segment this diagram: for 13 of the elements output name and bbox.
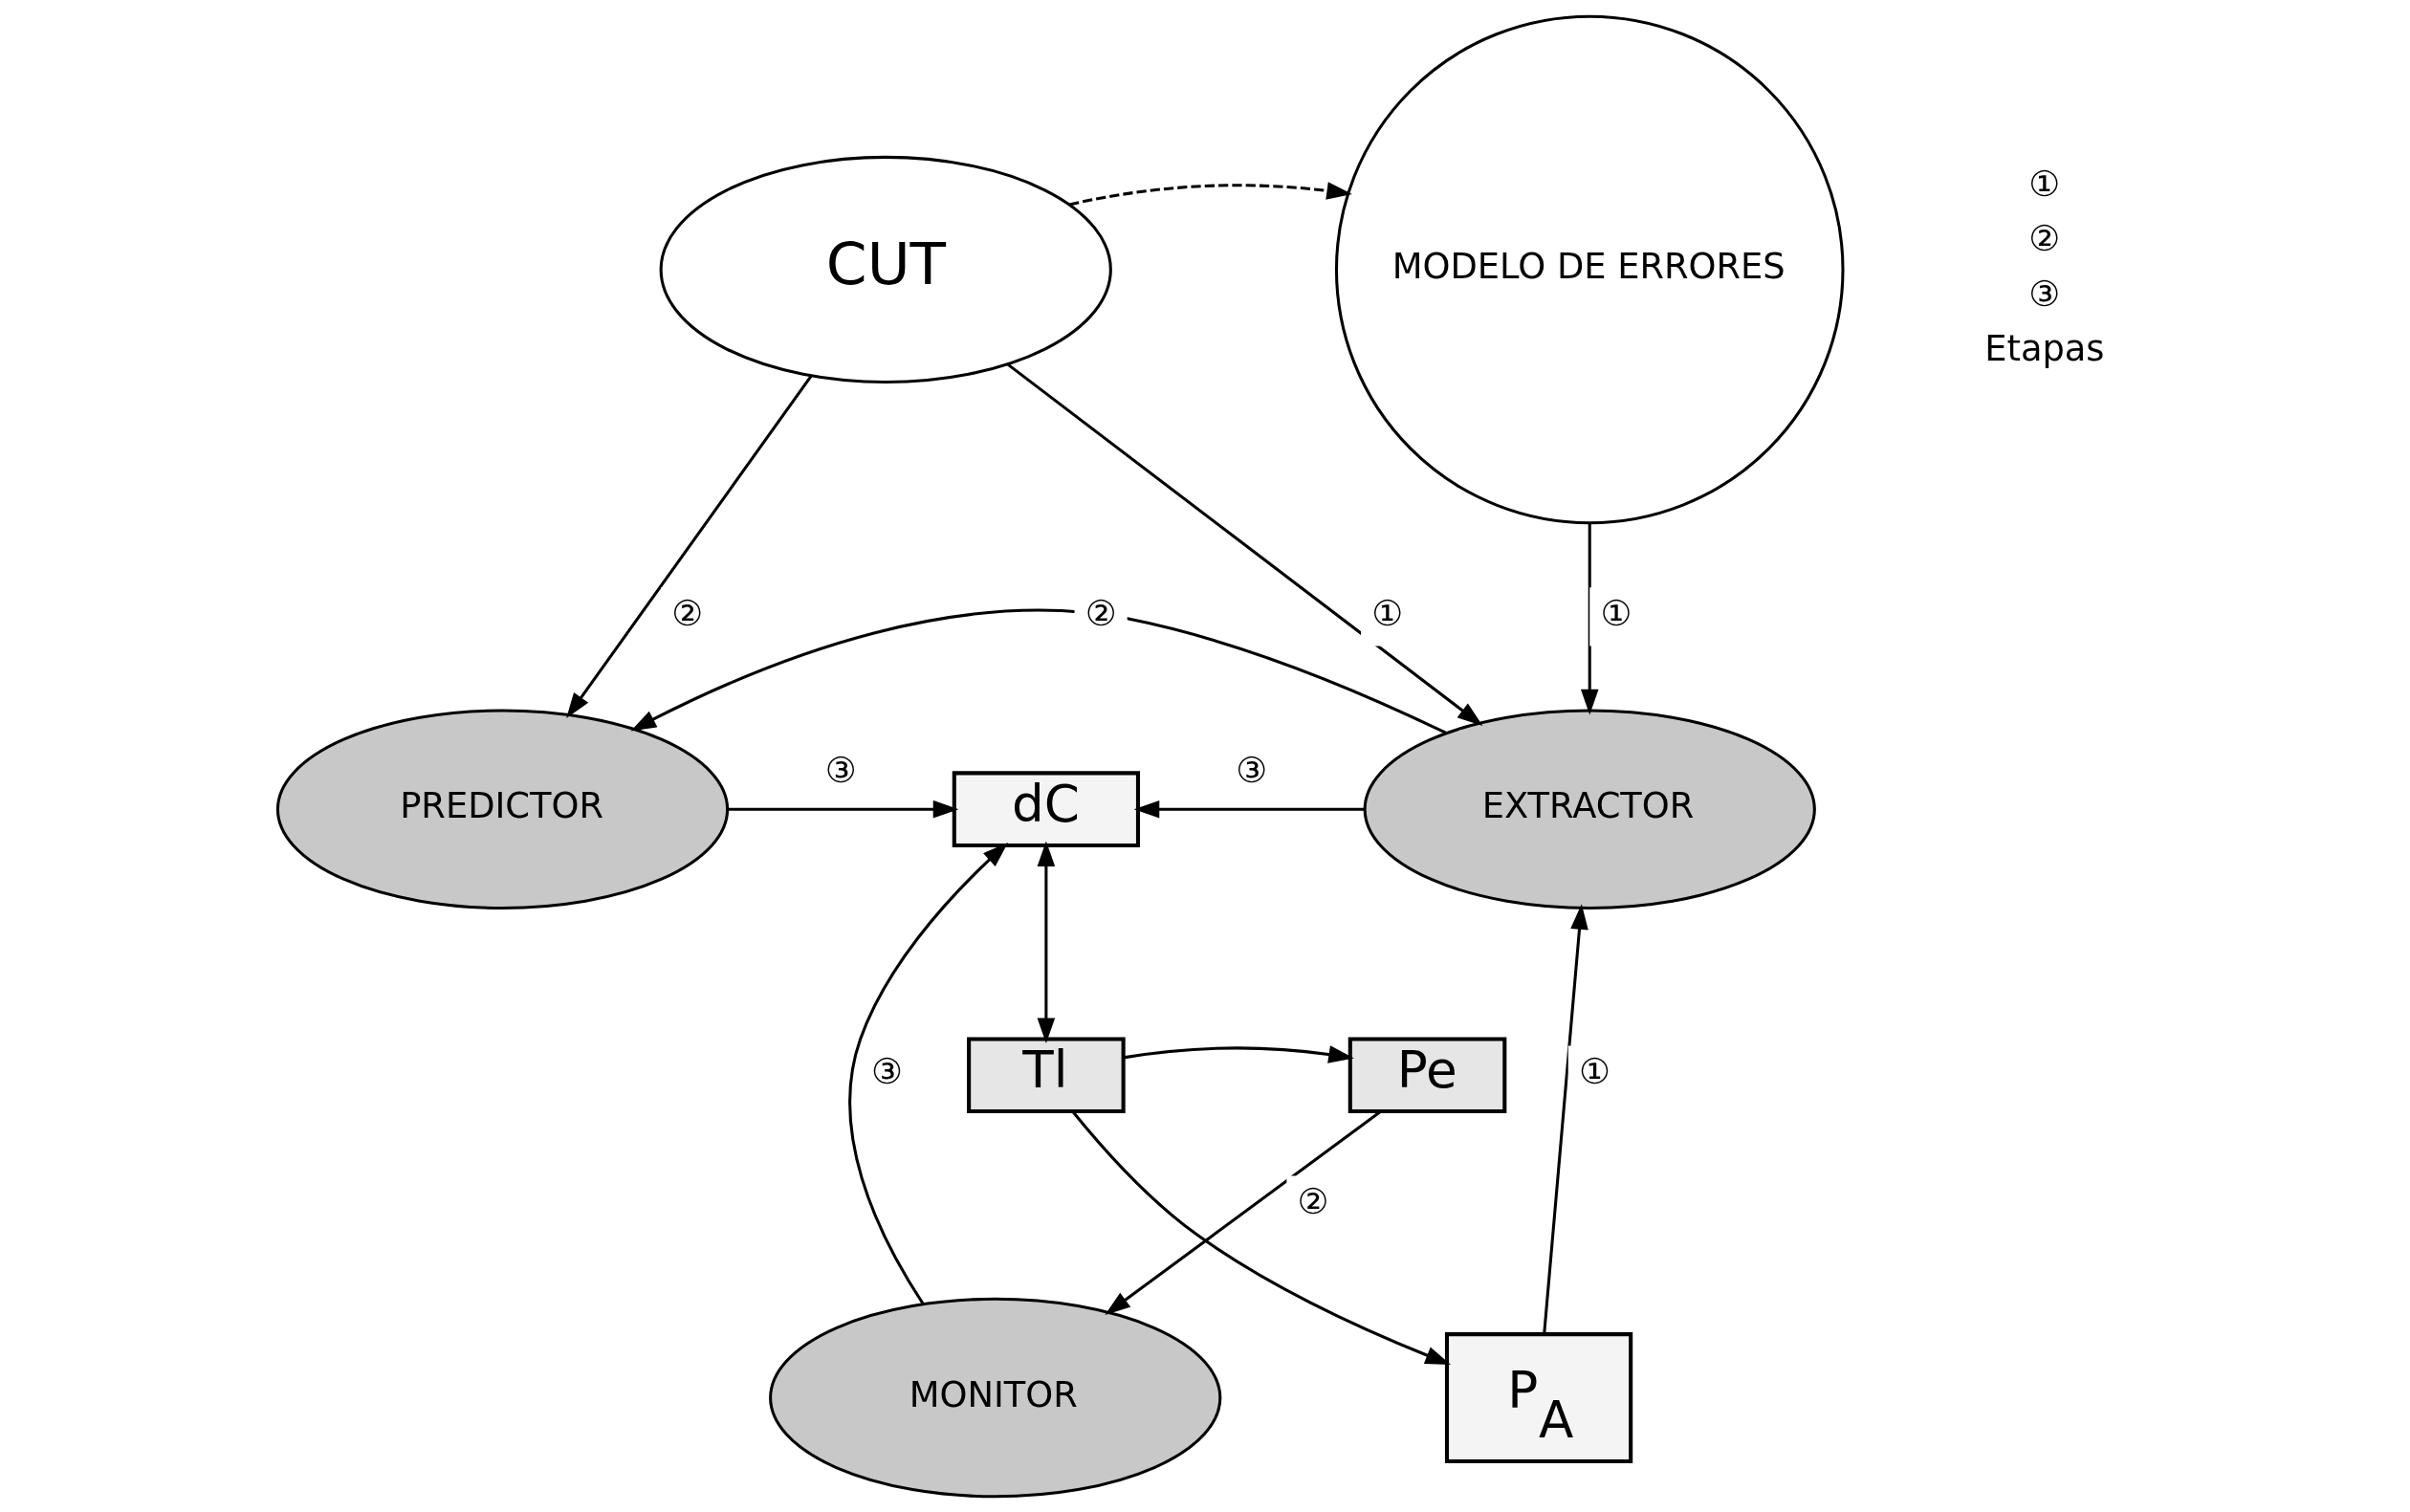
label: ① (2027, 163, 2060, 205)
edge-label: ② (1297, 1180, 1329, 1222)
label: ② (2027, 217, 2060, 259)
label: Etapas (1983, 327, 2105, 369)
edge-label: ① (1599, 592, 1632, 634)
edge-label: ③ (1235, 749, 1267, 791)
edge-label: ③ (824, 749, 857, 791)
edge-label: ① (1370, 592, 1403, 634)
edge-label: ② (1084, 592, 1117, 634)
edge-label: ① (1578, 1050, 1610, 1092)
edge-label: ③ (870, 1050, 903, 1092)
edge-label: ② (670, 592, 703, 634)
label: ③ (2027, 273, 2060, 315)
